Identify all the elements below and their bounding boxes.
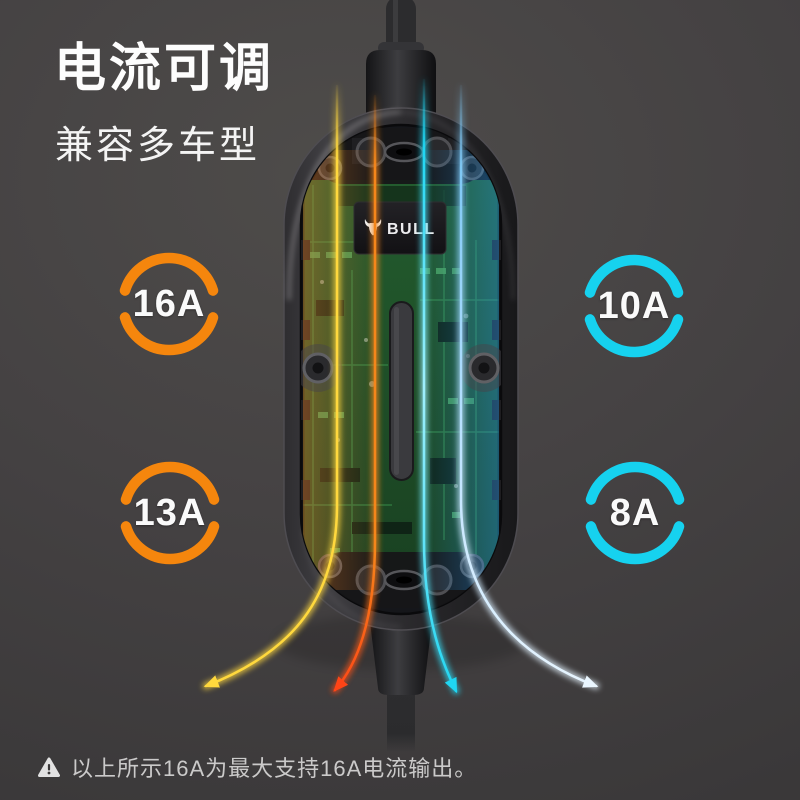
current-badge-10a: 10A xyxy=(581,253,687,359)
badge-label: 10A xyxy=(597,284,671,327)
page-title: 电流可调 xyxy=(54,40,275,98)
screw-icon xyxy=(301,344,501,392)
charger-cable-top xyxy=(378,0,424,58)
cable-gland-bottom xyxy=(370,622,432,695)
flow-streak-blue xyxy=(459,84,599,688)
grip-slot xyxy=(389,301,414,481)
badge-ring xyxy=(585,461,685,565)
current-badge-13a: 13A xyxy=(117,460,223,566)
flow-streak-orange xyxy=(333,94,377,692)
charger-cable-bottom xyxy=(387,690,415,752)
current-flow-streaks xyxy=(202,76,600,695)
badge-ring xyxy=(120,461,220,565)
footer-note: 以上所示16A为最大支持16A电流输出。 xyxy=(71,756,478,781)
badge-label: 16A xyxy=(132,282,206,325)
footer-note-row: 以上所示16A为最大支持16A电流输出。 xyxy=(38,751,477,783)
current-badge-8a: 8A xyxy=(582,460,688,566)
badge-label: 8A xyxy=(609,491,661,534)
brand-label: BULL xyxy=(353,201,447,255)
warning-triangle-icon xyxy=(38,757,60,777)
flow-streak-yellow xyxy=(203,84,339,688)
headline: 电流可调 兼容多车型 xyxy=(54,40,274,169)
current-badge-16a: 16A xyxy=(116,251,222,357)
flow-streak-cyan xyxy=(422,78,458,694)
cable-gland-top xyxy=(366,50,436,120)
badge-ring xyxy=(119,252,219,356)
badge-label: 13A xyxy=(133,491,207,534)
page-subtitle: 兼容多车型 xyxy=(55,124,261,167)
badge-ring xyxy=(584,254,684,358)
brand-text: BULL xyxy=(387,221,436,238)
